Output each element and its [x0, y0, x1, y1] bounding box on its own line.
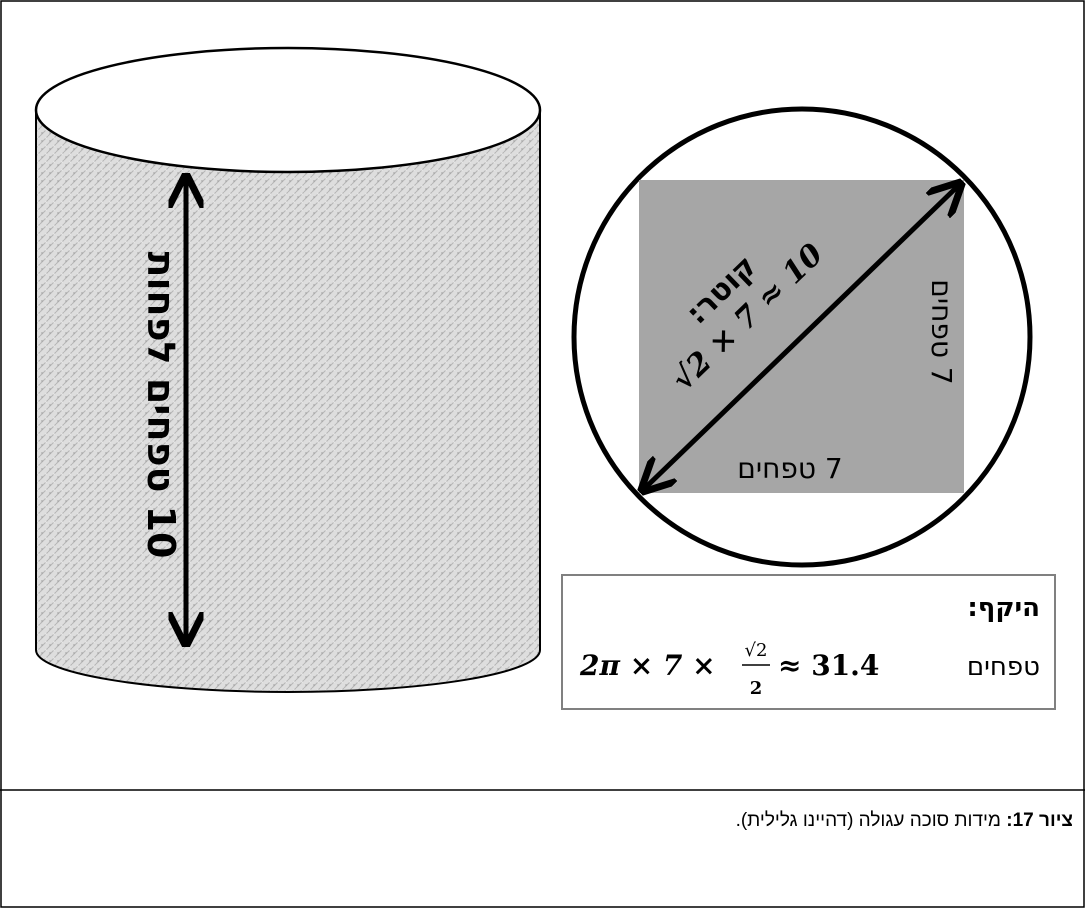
fraction-numerator: √2 — [745, 640, 768, 661]
circumference-formula-left: 2π × 7 × — [579, 649, 716, 682]
caption-label: ציור 17: — [1006, 810, 1073, 831]
figure-caption: ציור 17: מידות סוכה עגולה (דהיינו גלילית… — [736, 810, 1073, 832]
caption-text: מידות סוכה עגולה (דהיינו גלילית). — [735, 810, 1007, 831]
circumference-unit: טפחים — [967, 652, 1040, 682]
circumference-frame — [561, 574, 1056, 710]
circumference-box: היקף: 2π × 7 × √2 2 ≈ 31.4 טפחים — [561, 574, 1056, 710]
cylinder: 10 טפחים לפחות — [34, 46, 542, 693]
circle-diagram: קוטר: √2 × 7 ≈ 10 7 טפחים 7 טפחים — [571, 106, 1033, 568]
cylinder-top — [34, 46, 542, 174]
fraction-denominator: 2 — [750, 678, 763, 699]
cylinder-body — [35, 109, 541, 693]
height-label: 10 טפחים לפחות — [139, 252, 183, 559]
diameter-arrow — [645, 186, 958, 488]
circumference-title: היקף: — [967, 593, 1040, 623]
side-label-bottom: 7 טפחים — [737, 452, 843, 485]
side-label-right: 7 טפחים — [925, 279, 958, 385]
circumference-formula-right: ≈ 31.4 — [778, 649, 879, 682]
